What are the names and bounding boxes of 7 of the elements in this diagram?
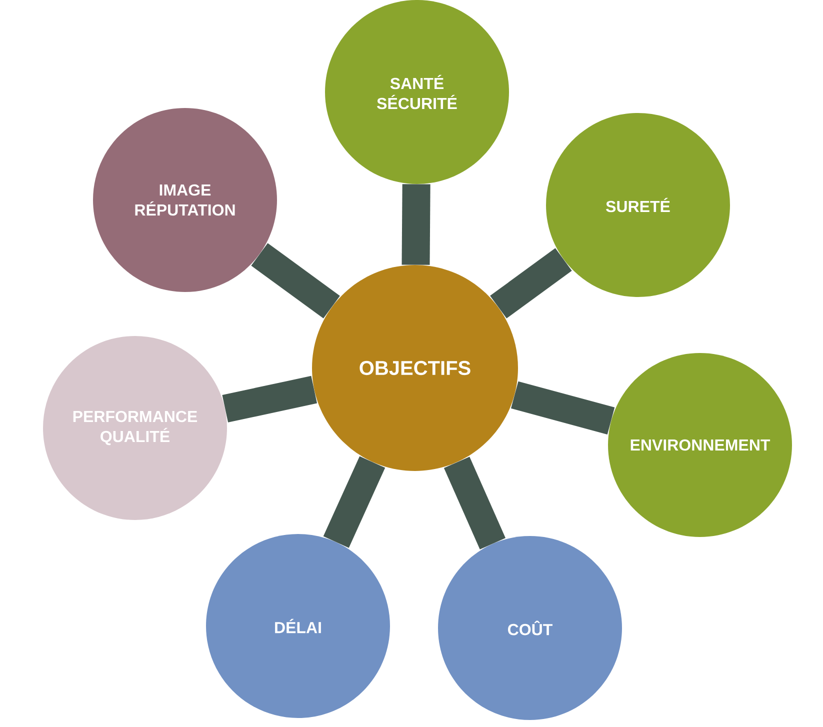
connector [323,456,386,548]
connector [251,243,340,318]
connector [510,381,615,434]
connector [402,184,430,265]
connector [490,248,572,318]
connector [222,376,318,422]
connector [444,456,506,550]
